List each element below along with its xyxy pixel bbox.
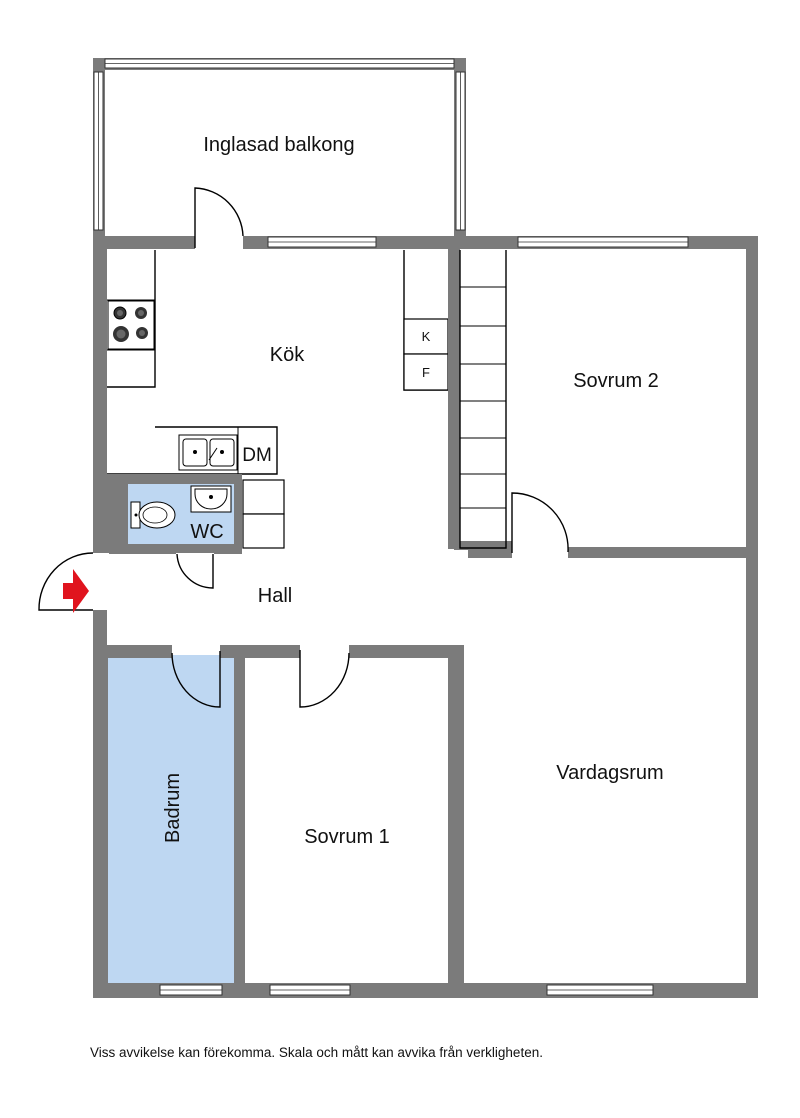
stove-icon <box>107 300 155 350</box>
room-label-bathroom: Badrum <box>162 773 184 843</box>
bedroom1-livingroom-wall <box>448 645 464 985</box>
bedroom2-door <box>511 492 569 553</box>
balcony-door <box>194 187 244 248</box>
room-label-hall: Hall <box>258 585 292 607</box>
fridge-label: K <box>422 329 431 344</box>
wc-label: WC <box>190 521 223 543</box>
entrance-door <box>38 552 94 611</box>
disclaimer-text: Viss avvikelse kan förekomma. Skala och … <box>90 1045 543 1060</box>
livingroom-floor <box>464 558 746 983</box>
dishwasher-label: DM <box>242 445 272 466</box>
bedroom1-door <box>299 650 350 708</box>
wardrobe <box>454 250 512 550</box>
entrance-arrow-icon <box>63 569 89 613</box>
freezer-label: F <box>422 365 430 380</box>
room-label-bedroom2: Sovrum 2 <box>573 370 659 392</box>
wc-door <box>176 553 214 589</box>
livingroom-entry-floor <box>448 549 468 647</box>
fridge-freezer-column <box>403 250 449 391</box>
bathroom-floor <box>108 658 234 983</box>
hall-bathroom-wall <box>93 645 463 658</box>
bedroom2-floor <box>460 249 746 549</box>
bedroom1-floor <box>245 658 448 983</box>
kitchen-bedroom2-wall <box>448 249 460 478</box>
hall-cabinet <box>242 479 285 549</box>
room-label-balcony: Inglasad balkong <box>203 134 354 156</box>
room-label-bedroom1: Sovrum 1 <box>304 826 390 848</box>
room-label-livingroom: Vardagsrum <box>556 762 663 784</box>
sink-icon <box>178 434 238 471</box>
hall-floor <box>107 553 462 645</box>
closet-floor <box>460 249 506 547</box>
toilet-icon <box>130 501 176 529</box>
room-label-kitchen: Kök <box>270 344 305 366</box>
kitchen-hall-wall <box>93 474 240 484</box>
bedroom2-livingroom-wall <box>512 547 758 558</box>
balcony-floor <box>105 70 454 236</box>
windows <box>93 58 689 996</box>
washbasin-icon <box>190 485 232 513</box>
bathroom-door <box>171 651 221 708</box>
